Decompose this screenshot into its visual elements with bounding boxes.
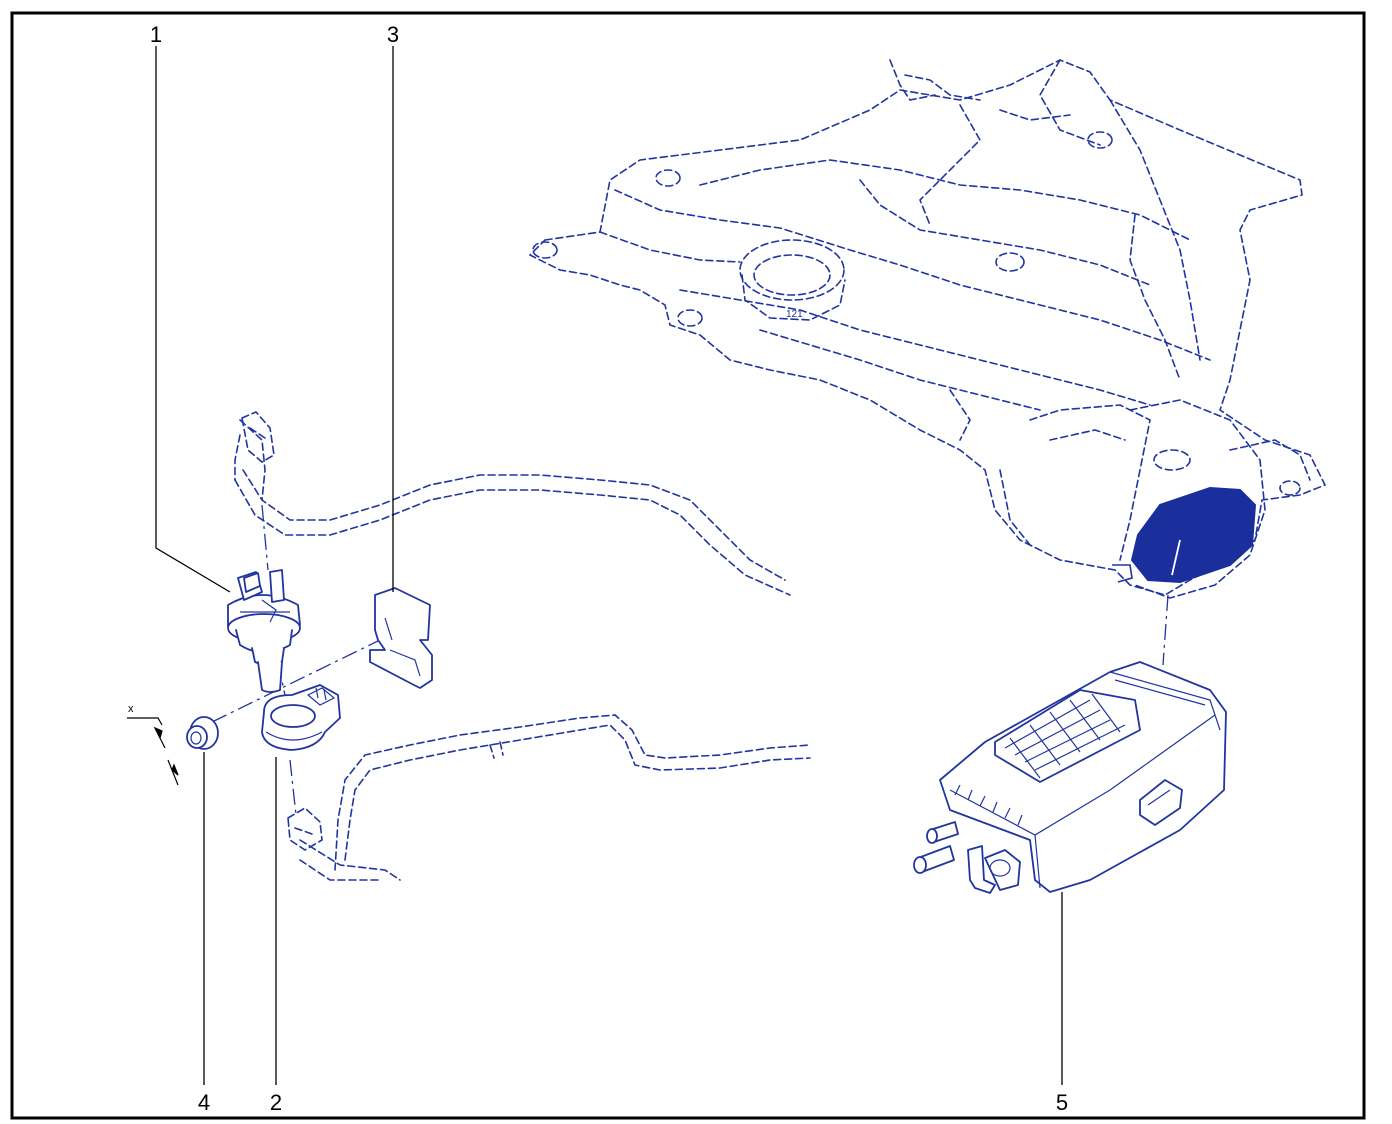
callout-3: 3 — [387, 22, 399, 47]
hex-nut — [186, 716, 219, 750]
vapor-hose-lower — [299, 714, 811, 881]
tank-marking: 121 — [786, 309, 803, 320]
purge-valve — [227, 569, 301, 693]
dimension-x-label: x — [128, 703, 134, 715]
installed-canister-highlight — [1112, 486, 1257, 584]
callout-4: 4 — [198, 1090, 210, 1115]
dimension-x — [127, 717, 179, 786]
retaining-clip — [369, 587, 433, 689]
evap-canister — [913, 661, 1227, 894]
callout-5: 5 — [1056, 1090, 1068, 1115]
mounting-bracket — [261, 684, 341, 751]
assembly-lines — [211, 504, 1169, 816]
fuel-tank-outline — [529, 59, 1326, 599]
diagram-frame — [10, 11, 1366, 1120]
vapor-hose-upper — [234, 419, 791, 596]
callout-1: 1 — [150, 22, 162, 47]
leader-lines — [155, 46, 1063, 1085]
upper-hose-connector — [241, 411, 275, 463]
lower-hose-connector — [287, 807, 323, 851]
callout-2: 2 — [270, 1090, 282, 1115]
